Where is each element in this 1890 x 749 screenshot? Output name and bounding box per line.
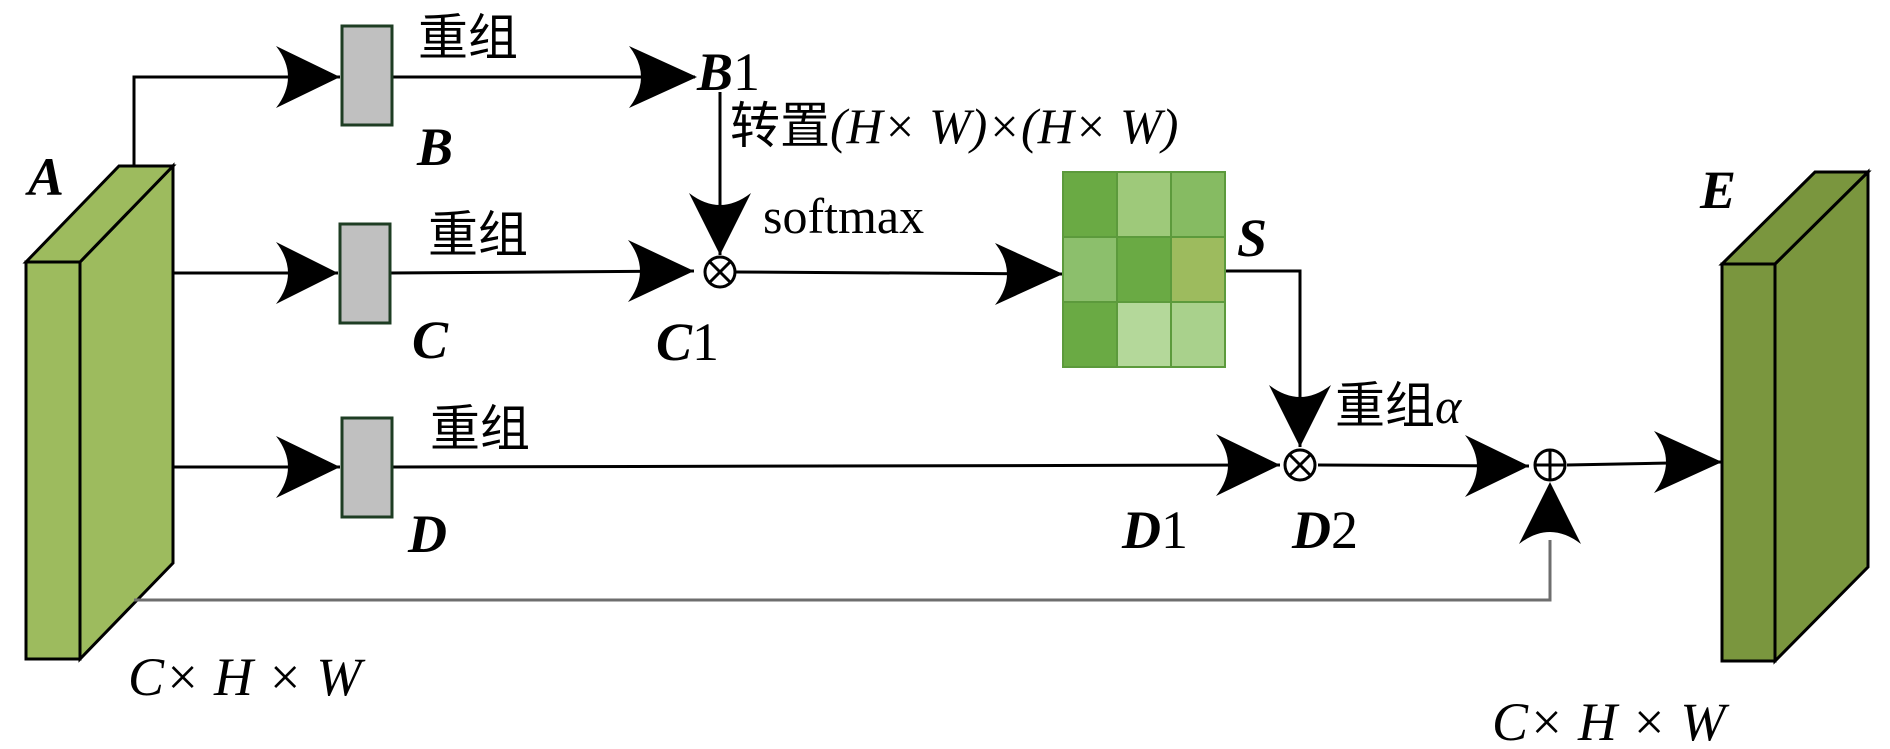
label-b: B [416, 117, 453, 177]
feature-box-b [340, 24, 394, 127]
input-dim-label: C× H × W [128, 647, 366, 707]
matrix-cell-2-2 [1170, 301, 1226, 368]
matrix-cell-2-1 [1116, 301, 1172, 368]
arrowhead-to-b1 [629, 46, 697, 108]
matrix-cell-0-2 [1170, 171, 1226, 238]
label-d1: D1 [1121, 500, 1188, 560]
reshape-label-b: 重组 [418, 9, 518, 67]
label-e: E [1699, 160, 1736, 220]
arrowhead-to-e [1654, 431, 1722, 493]
residual-skip-line [134, 540, 1552, 602]
line-s-to-d2 [1225, 269, 1302, 447]
arrowhead-to-b [276, 46, 340, 108]
line-a-to-b [132, 75, 340, 166]
arrowhead-b1-down [689, 193, 751, 255]
arrowhead-to-d2 [1216, 434, 1280, 496]
input-feature-block-a [22, 162, 177, 663]
transpose-label: 转置(H× W)×(H× W) [730, 97, 1178, 155]
multiply-op-d2 [1283, 448, 1317, 482]
matrix-cell-2-0 [1062, 301, 1118, 368]
reshape-label-c: 重组 [428, 206, 528, 264]
label-d: D [407, 504, 447, 564]
reshape-alpha-label: 重组α [1335, 377, 1463, 435]
label-d2: D2 [1291, 500, 1358, 560]
feature-box-d [340, 416, 394, 519]
matrix-cell-1-2 [1170, 236, 1226, 303]
attention-matrix-s [1062, 171, 1226, 368]
softmax-label: softmax [763, 188, 924, 244]
output-dim-label: C× H × W [1492, 692, 1730, 749]
matrix-cell-0-1 [1116, 171, 1172, 238]
arrowhead-to-sum [1465, 435, 1529, 497]
arrowhead-to-c [276, 242, 338, 304]
arrowhead-to-s [995, 243, 1063, 305]
line-d-to-d2 [391, 463, 1281, 469]
matrix-cell-0-0 [1062, 171, 1118, 238]
matrix-cell-1-1 [1116, 236, 1172, 303]
matrix-cell-1-0 [1062, 236, 1118, 303]
arrowheads [276, 46, 1722, 544]
output-feature-block-e [1718, 168, 1872, 665]
label-c: C [412, 310, 449, 370]
label-c1: C1 [656, 312, 719, 372]
arrowhead-s-down [1269, 385, 1331, 447]
multiply-op-c1 [703, 255, 737, 289]
reshape-label-d: 重组 [430, 400, 530, 458]
add-op-sum [1533, 448, 1567, 482]
label-a: A [25, 147, 64, 207]
arrowhead-to-c1 [628, 240, 694, 302]
label-s: S [1237, 208, 1267, 268]
label-b1: B1 [696, 42, 760, 102]
feature-box-c [338, 222, 392, 325]
arrowhead-residual-up [1519, 482, 1581, 544]
arrowhead-to-d [276, 436, 340, 498]
